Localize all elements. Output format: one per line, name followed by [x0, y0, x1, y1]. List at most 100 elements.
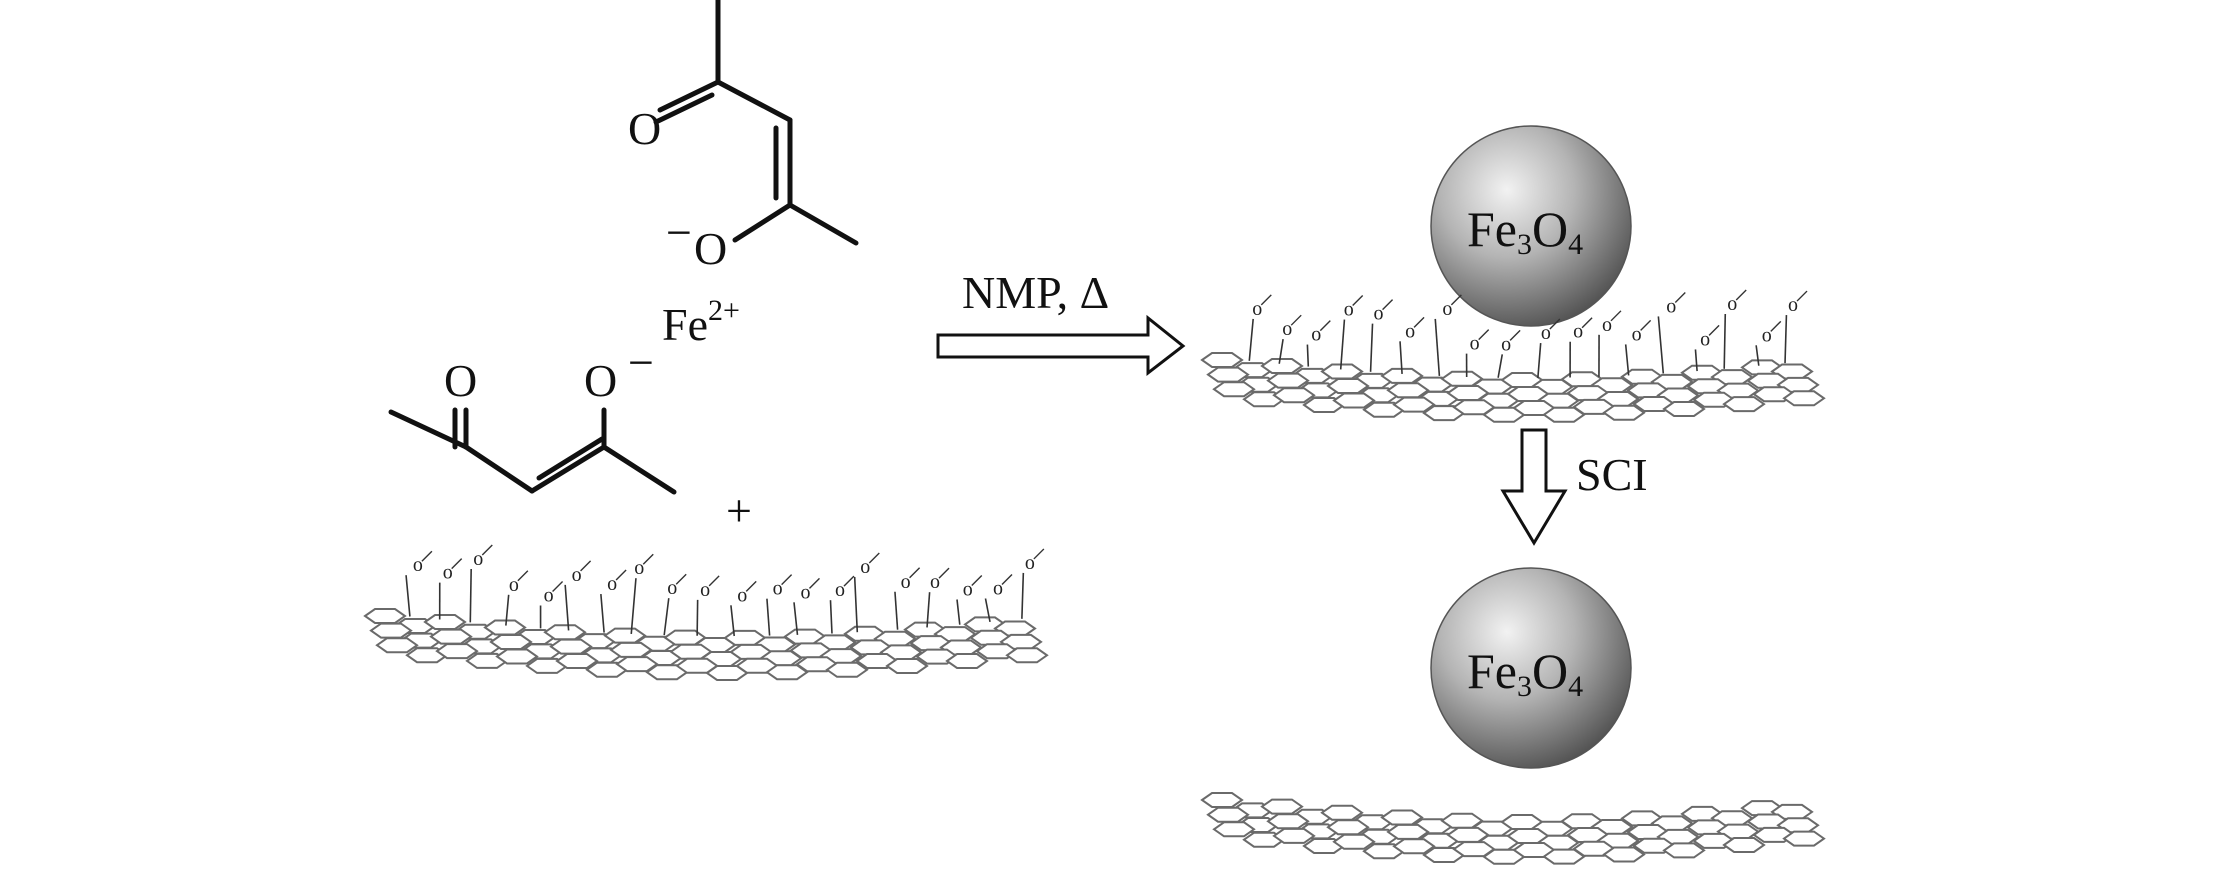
- graphene-ring: [1206, 806, 1250, 823]
- oxygen-methyl-bond: [1796, 290, 1808, 302]
- oxygen-group-label: o: [1632, 323, 1642, 345]
- oxygen-methyl-bond: [1290, 314, 1302, 326]
- oxygen-methyl-bond: [938, 567, 950, 579]
- fe3o4-particle-bottom: [1430, 567, 1632, 769]
- oxygen-bond: [1434, 318, 1441, 376]
- graphene-ring: [1326, 819, 1370, 836]
- graphene-ring: [609, 641, 653, 658]
- oxygen-methyl-bond: [745, 580, 757, 592]
- plus-sign: +: [726, 485, 752, 536]
- oxygen-group-label: o: [1762, 324, 1772, 346]
- oxygen-methyl-bond: [1450, 294, 1462, 306]
- oxygen-methyl-bond: [1001, 573, 1013, 585]
- oxygen-bond: [766, 598, 771, 636]
- graphene-ring: [363, 608, 407, 624]
- oxygen-group-label: o: [634, 557, 644, 579]
- graphene-ring: [603, 627, 647, 644]
- graphene-ring: [1266, 372, 1310, 389]
- graphene-ring: [543, 624, 587, 641]
- oxygen-group-label: o: [1573, 321, 1583, 343]
- oxygen-methyl-bond: [808, 577, 820, 589]
- graphene-ring: [1200, 352, 1244, 368]
- oxygen-methyl-bond: [971, 574, 983, 586]
- oxygen-group-label: o: [473, 548, 483, 570]
- oxygen-bond: [1755, 345, 1760, 366]
- graphene-ring: [1782, 390, 1826, 407]
- oxygen-methyl-bond: [1770, 320, 1782, 332]
- iron-ion: Fe2+: [662, 294, 740, 350]
- graphene-ring: [1272, 827, 1316, 844]
- oxygen-methyl-bond: [1413, 316, 1425, 328]
- graphene-ring: [945, 653, 989, 669]
- graphene-ring: [825, 661, 869, 678]
- graphene-ring: [1206, 366, 1250, 383]
- graphene-ring: [495, 648, 539, 665]
- graphene-ring: [615, 656, 659, 673]
- oxygen-group-label: o: [667, 577, 677, 599]
- oxygen-methyl-bond: [708, 575, 720, 587]
- oxygen-group-label: o: [737, 584, 747, 606]
- graphene-ring: [1722, 396, 1766, 413]
- oxygen-group-label: o: [860, 556, 870, 578]
- graphene-ring: [1386, 823, 1430, 840]
- oxygen-bond: [663, 598, 670, 636]
- graphene-sheet-reduced: [1200, 792, 1826, 865]
- oxygen-methyl-bond: [1674, 291, 1686, 303]
- oxygen-group-label: o: [413, 554, 423, 576]
- oxygen-group-label: o: [1374, 303, 1384, 325]
- enolate-oxygen-bottom: O: [584, 355, 618, 406]
- oxygen-bond: [1248, 318, 1254, 361]
- graphene-ring: [1272, 387, 1316, 404]
- oxygen-group-label: o: [901, 571, 911, 593]
- oxygen-methyl-bond: [552, 580, 564, 592]
- oxygen-bond: [1497, 354, 1504, 378]
- oxygen-methyl-bond: [1640, 319, 1652, 331]
- oxygen-group-label: o: [1282, 318, 1292, 340]
- oxygen-bond: [630, 578, 637, 634]
- oxygen-bond: [600, 593, 605, 633]
- graphene-ring: [435, 643, 479, 660]
- graphene-ring: [1332, 833, 1376, 850]
- fe3o4-particle-top: [1430, 125, 1632, 327]
- oxygen-bond: [405, 575, 411, 617]
- graphene-ring: [1782, 830, 1826, 847]
- oxygen-bond: [1369, 323, 1374, 372]
- graphene-ring: [1320, 363, 1364, 380]
- graphene-ring: [375, 637, 419, 654]
- oxygen-group-label: o: [700, 579, 710, 601]
- oxygen-methyl-bond: [1478, 329, 1490, 341]
- graphene-ring: [1602, 404, 1646, 421]
- oxygen-methyl-bond: [675, 573, 687, 585]
- oxygen-methyl-bond: [451, 558, 463, 570]
- graphene-ring: [1326, 378, 1370, 394]
- oxygen-bond: [1784, 315, 1788, 364]
- oxygen-methyl-bond: [1319, 320, 1331, 332]
- graphene-ring: [1212, 381, 1256, 398]
- graphene-ring: [1005, 647, 1049, 664]
- oxygen-group-label: o: [773, 578, 783, 600]
- oxygen-group-label: o: [835, 579, 845, 601]
- oxygen-bond: [730, 605, 736, 637]
- oxygen-bond: [1278, 339, 1284, 364]
- oxygen-methyl-bond: [1352, 295, 1364, 307]
- graphene-ring: [1662, 842, 1706, 859]
- oxygen-group-label: o: [443, 562, 453, 584]
- graphene-ring: [549, 638, 593, 655]
- oxygen-bond: [1723, 313, 1727, 369]
- graphene-ring: [1602, 846, 1646, 863]
- oxygen-methyl-bond: [1581, 317, 1593, 329]
- oxygen-methyl-bond: [909, 567, 921, 579]
- oxygen-methyl-bond: [1708, 324, 1720, 336]
- oxygen-group-label: o: [1344, 299, 1354, 321]
- oxygen-bond: [505, 594, 510, 626]
- oxygen-group-label: o: [1311, 324, 1321, 346]
- acac-ligand-bottom: [388, 407, 677, 495]
- graphene-ring: [1260, 358, 1304, 374]
- oxygen-group-label: o: [930, 571, 940, 593]
- oxygen-group-label: o: [607, 573, 617, 595]
- graphene-ring: [1212, 821, 1256, 838]
- oxygen-methyl-bond: [1610, 310, 1622, 322]
- oxygen-methyl-bond: [421, 550, 433, 562]
